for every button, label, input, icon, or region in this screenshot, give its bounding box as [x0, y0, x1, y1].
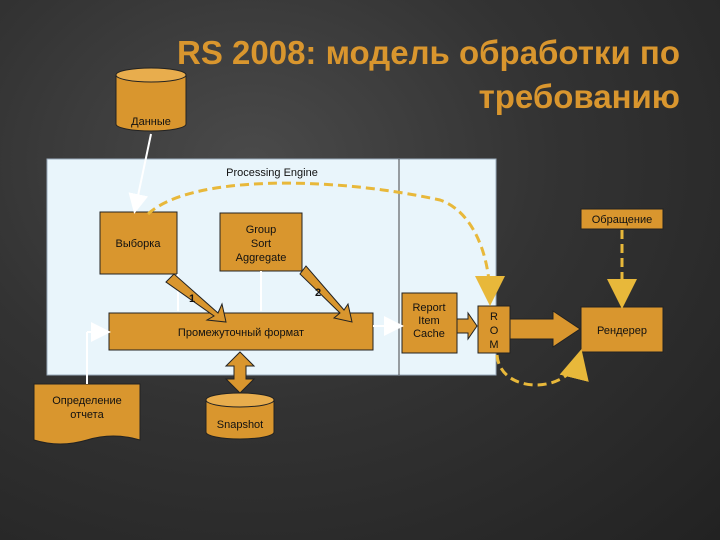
rom-letter-r: R [490, 311, 498, 323]
slide-title-line1: RS 2008: модель обработки по [177, 34, 680, 71]
group-label-line2: Sort [251, 238, 271, 250]
report-definition-document [33, 383, 141, 445]
step-arrow-1 [165, 273, 227, 323]
arrow-cache-to-rom [456, 311, 478, 341]
renderer-box [580, 306, 664, 353]
cache-label-line1: Report [412, 302, 445, 314]
double-arrow-snapshot [224, 351, 256, 394]
group-label-line3: Aggregate [236, 252, 287, 264]
processing-engine-label: Processing Engine [226, 167, 318, 179]
rom-box [477, 305, 511, 354]
select-box [99, 211, 178, 275]
report-item-cache-box [401, 292, 458, 354]
report-def-label-line1: Определение [52, 395, 122, 407]
slide-title-line2: требованию [478, 78, 680, 115]
step-label-1: 1 [189, 293, 195, 305]
rom-letter-m: M [489, 339, 498, 351]
request-label: Обращение [592, 214, 652, 226]
step-arrow-2 [299, 265, 353, 323]
arrow-rom-to-renderer [509, 310, 581, 348]
group-sort-aggregate-box [219, 212, 303, 272]
arrow-data-to-select [128, 133, 152, 214]
snapshot-cylinder: Snapshot [205, 392, 275, 440]
select-label: Выборка [116, 238, 162, 250]
renderer-label: Рендерер [597, 325, 647, 337]
group-label-line1: Group [246, 224, 277, 236]
cache-label-line2: Item [418, 315, 439, 327]
step-label-2: 2 [315, 287, 321, 299]
data-cylinder: Данные [115, 67, 187, 132]
intermediate-format-label: Промежуточный формат [178, 327, 304, 339]
rom-letter-o: O [490, 325, 499, 337]
dashed-curve-rom-loop [495, 349, 589, 387]
data-label: Данные [131, 116, 171, 128]
request-box [580, 208, 664, 230]
snapshot-label: Snapshot [217, 419, 263, 431]
report-def-label-line2: отчета [70, 409, 104, 421]
cache-label-line3: Cache [413, 328, 445, 340]
dashed-curve-select-to-rom [146, 181, 505, 306]
